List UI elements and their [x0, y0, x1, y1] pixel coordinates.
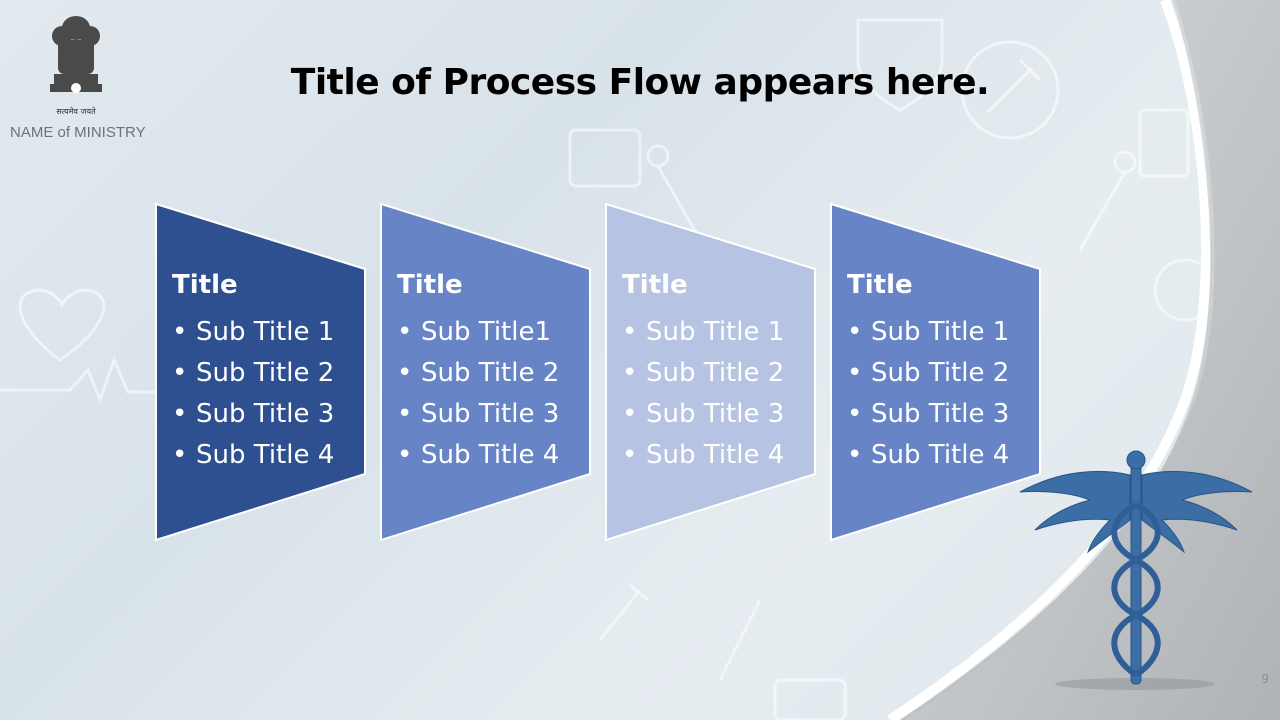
process-step-1: Title •Sub Title 1 •Sub Title 2 •Sub Tit…	[172, 270, 362, 476]
heart-shield-icon	[856, 18, 944, 112]
process-step-4: Title •Sub Title 1 •Sub Title 2 •Sub Tit…	[847, 270, 1037, 476]
page-title: Title of Process Flow appears here.	[290, 62, 990, 103]
list-item: •Sub Title 2	[622, 358, 785, 388]
heart-outline-icon	[18, 288, 106, 362]
process-step-shape-3	[605, 202, 816, 542]
pulse-line-icon	[0, 355, 170, 405]
list-item: •Sub Title 2	[847, 358, 1010, 388]
list-item: •Sub Title 2	[172, 358, 335, 388]
list-item: •Sub Title 3	[172, 399, 335, 429]
list-item: •Sub Title 3	[847, 399, 1010, 429]
step-title: Title	[847, 270, 913, 300]
ministry-name: NAME of MINISTRY	[10, 124, 146, 141]
list-item: •Sub Title 1	[847, 317, 1010, 347]
list-item: •Sub Title 4	[397, 440, 560, 470]
list-item: •Sub Title 2	[397, 358, 560, 388]
list-item: •Sub Title 4	[622, 440, 785, 470]
white-swoosh	[887, 0, 1211, 720]
step-title: Title	[172, 270, 238, 300]
state-emblem-logo: सत्यमेव जयते	[50, 16, 102, 116]
process-step-2: Title •Sub Title1 •Sub Title 2 •Sub Titl…	[397, 270, 587, 476]
medical-kit-icon	[568, 128, 642, 188]
clipboard-icon	[1138, 108, 1190, 178]
page-number: 9	[1261, 672, 1269, 686]
process-step-shape-2	[380, 202, 591, 542]
step-title: Title	[622, 270, 688, 300]
process-step-shape-1	[155, 202, 366, 542]
list-item: •Sub Title 1	[172, 317, 335, 347]
list-item: •Sub Title 4	[847, 440, 1010, 470]
step-title: Title	[397, 270, 463, 300]
list-item: •Sub Title1	[397, 317, 552, 347]
ambulance-icon	[773, 678, 847, 720]
syringe-icon	[598, 583, 649, 641]
list-item: •Sub Title 3	[622, 399, 785, 429]
process-step-3: Title •Sub Title 1 •Sub Title 2 •Sub Tit…	[622, 270, 812, 476]
emblem-motto: सत्यमेव जयते	[56, 106, 96, 116]
list-item: •Sub Title 3	[397, 399, 560, 429]
list-item: •Sub Title 1	[622, 317, 785, 347]
process-step-shape-4	[830, 202, 1041, 542]
list-item: •Sub Title 4	[172, 440, 335, 470]
syringe-circle-icon	[960, 40, 1060, 140]
